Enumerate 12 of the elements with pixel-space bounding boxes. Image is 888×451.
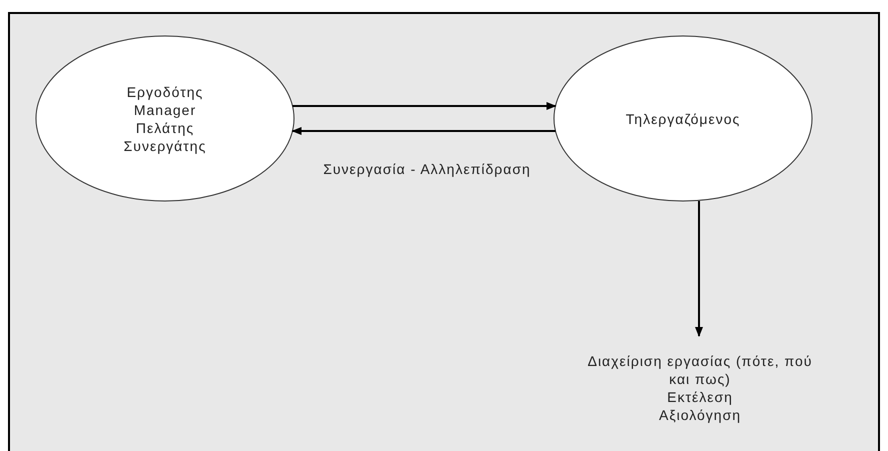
node-text: Πελάτης: [136, 118, 194, 136]
node-text: Εργοδότης: [126, 82, 204, 100]
node-text: Διαχείριση εργασίας (πότε, πού και πως): [588, 352, 812, 388]
arrow: [292, 127, 556, 135]
node-text: Αξιολόγηση: [658, 406, 742, 424]
node-text: Εκτέλεση: [667, 388, 733, 406]
arrow: [695, 201, 703, 337]
node-text: Manager: [134, 100, 196, 118]
arrow: [292, 102, 556, 110]
caption-text: Συνεργασία - Αλληλεπίδραση: [322, 160, 532, 178]
node-text: Τηλεργαζόμενος: [626, 110, 740, 128]
node-text: Συνεργάτης: [124, 136, 206, 154]
